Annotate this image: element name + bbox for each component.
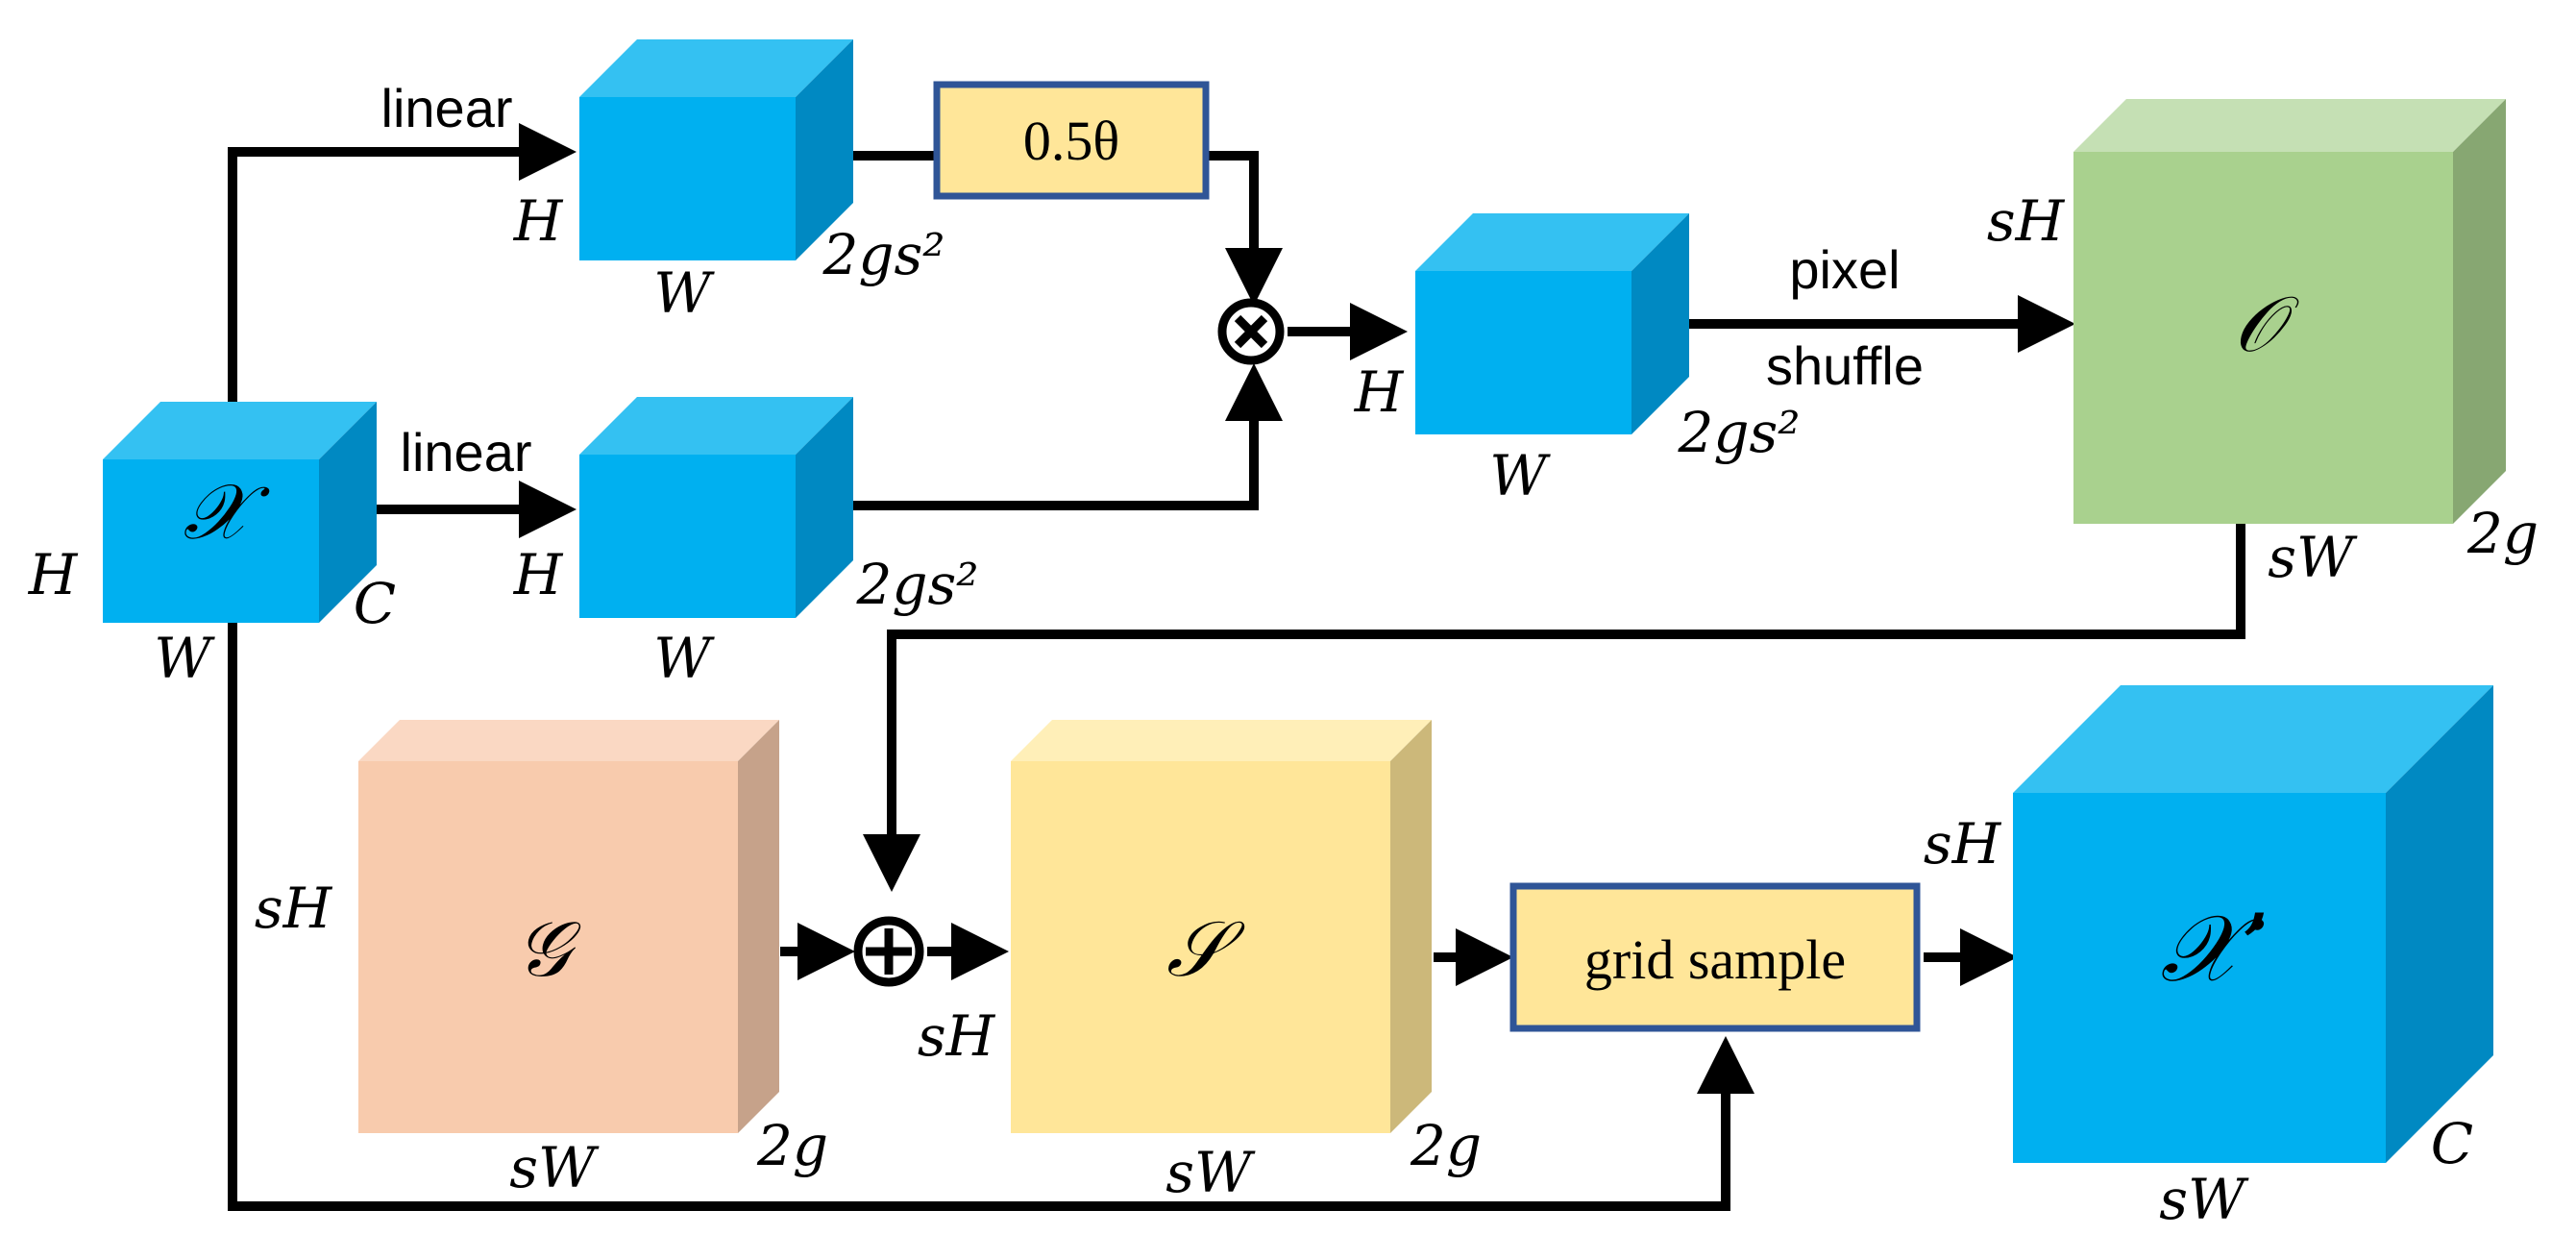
o-dim-sh: sH <box>1987 188 2066 254</box>
xprime-symbol: 𝒳’ <box>2160 895 2269 1002</box>
cube-o <box>2073 99 2506 524</box>
cube-g <box>358 720 779 1133</box>
linear-bottom-label: linear <box>401 422 532 482</box>
cube-x <box>103 402 377 623</box>
cube-o-top-face <box>2073 99 2506 152</box>
x-dim-h: H <box>28 542 79 607</box>
bottom-dim-2gs2: 2gs² <box>855 552 978 617</box>
x-dim-w: W <box>154 626 215 691</box>
grid-sample-box: grid sample <box>1509 882 1921 1032</box>
o-dim-2g: 2g <box>2466 501 2539 566</box>
cube-s <box>1011 720 1432 1133</box>
cube-linear-bottom-front-face <box>579 455 796 618</box>
cube-xprime-side-face <box>2386 685 2493 1163</box>
cube-x-top-face <box>103 402 377 459</box>
cubes <box>103 39 2506 1163</box>
arrow-x-to-linear-top <box>228 123 577 404</box>
linear-top-label: linear <box>381 78 513 138</box>
cube-s-top-face <box>1011 720 1432 761</box>
cube-xprime-front-face <box>2013 793 2386 1163</box>
cube-mid-front-face <box>1415 271 1631 434</box>
connectors <box>228 123 2245 1211</box>
scale-box: 0.5θ <box>933 81 1210 200</box>
add-operator <box>853 916 924 987</box>
top-dim-h: H <box>513 188 564 254</box>
cube-linear-bottom <box>579 397 853 618</box>
cube-mid-side-face <box>1631 213 1689 434</box>
top-dim-2gs2: 2gs² <box>822 222 945 287</box>
xprime-dim-sw: sW <box>2159 1167 2249 1232</box>
x-dim-c: C <box>354 571 396 636</box>
cube-s-side-face <box>1390 720 1432 1133</box>
shuffle-label: shuffle <box>1766 335 1924 396</box>
cube-g-front-face <box>358 761 738 1133</box>
cube-g-top-face <box>358 720 779 761</box>
cube-s-front-face <box>1011 761 1390 1133</box>
cube-linear-bottom-top-face <box>579 397 853 455</box>
o-dim-sw: sW <box>2268 525 2358 590</box>
g-dim-sh: sH <box>255 876 333 941</box>
bottom-dim-w: W <box>653 626 715 691</box>
cube-xprime-top-face <box>2013 685 2493 793</box>
s-dim-sh: sH <box>918 1003 996 1069</box>
grid-sample-label: grid sample <box>1584 928 1846 991</box>
cube-o-front-face <box>2073 152 2453 524</box>
cube-mid-top-face <box>1415 213 1689 271</box>
s-dim-2g: 2g <box>1410 1113 1482 1178</box>
cube-o-side-face <box>2453 99 2506 524</box>
cube-linear-top <box>579 39 853 260</box>
pixel-label: pixel <box>1789 239 1900 300</box>
arrow-x-to-grid <box>228 623 1754 1211</box>
cube-xprime <box>2013 685 2493 1163</box>
cube-x-side-face <box>319 402 377 623</box>
arrow-bottom-to-multiply <box>836 363 1283 510</box>
cube-x-front-face <box>103 459 319 623</box>
cube-mid <box>1415 213 1689 434</box>
s-dim-sw: sW <box>1165 1140 1256 1205</box>
cube-linear-top-top-face <box>579 39 853 97</box>
xprime-dim-c: C <box>2431 1111 2473 1176</box>
cube-linear-top-side-face <box>796 39 853 260</box>
mid-dim-h: H <box>1354 359 1405 425</box>
multiply-operator <box>1217 298 1285 365</box>
bottom-dim-h: H <box>513 542 564 607</box>
cube-linear-top-front-face <box>579 97 796 260</box>
g-dim-2g: 2g <box>756 1113 828 1178</box>
mid-dim-2gs2: 2gs² <box>1677 400 1800 465</box>
xprime-dim-sh: sH <box>1924 811 2002 877</box>
scale-box-label: 0.5θ <box>1023 110 1119 172</box>
arrow-scale-to-multiply <box>1206 151 1283 306</box>
mid-dim-w: W <box>1489 443 1551 508</box>
top-dim-w: W <box>653 260 715 326</box>
g-dim-sw: sW <box>509 1135 600 1200</box>
cube-g-side-face <box>738 720 779 1133</box>
arrow-o-to-add <box>863 524 2245 892</box>
cube-linear-bottom-side-face <box>796 397 853 618</box>
